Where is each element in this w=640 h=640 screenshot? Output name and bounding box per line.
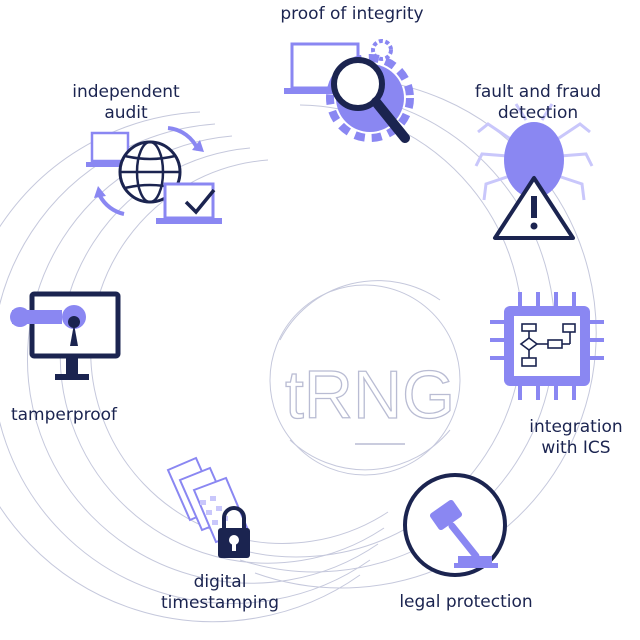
label-fault-fraud-line2: detection	[497, 103, 579, 123]
label-independent-audit: independent audit	[72, 82, 179, 124]
label-independent-line1: independent	[72, 82, 180, 102]
digital-timestamping-icon	[166, 456, 250, 558]
integration-ics-icon	[490, 292, 604, 400]
proof-of-integrity-icon	[284, 39, 414, 143]
logo-text: tRNG	[285, 357, 455, 433]
tamperproof-icon	[10, 291, 121, 380]
label-tamperproof-text: tamperproof	[10, 405, 118, 425]
label-legal-protection-text: legal protection	[399, 592, 533, 612]
label-proof-of-integrity: proof of integrity	[280, 4, 423, 25]
label-integration-line1: integration	[529, 417, 623, 437]
independent-audit-icon	[86, 126, 222, 224]
label-integration-line2: with ICS	[541, 438, 611, 458]
trng-logo: tRNG	[269, 280, 461, 476]
label-proof-of-integrity-text: proof of integrity	[280, 4, 424, 24]
label-legal-protection: legal protection	[399, 592, 532, 613]
label-digital-line2: timestamping	[161, 593, 279, 613]
fault-fraud-detection-icon	[474, 103, 594, 240]
label-tamperproof: tamperproof	[11, 405, 117, 426]
label-fault-fraud-line1: fault and fraud	[474, 82, 602, 102]
label-independent-line2: audit	[104, 103, 148, 123]
label-digital-timestamping: digital timestamping	[161, 572, 279, 614]
label-fault-fraud-detection: fault and fraud detection	[475, 82, 601, 124]
label-integration-ics: integration with ICS	[529, 417, 622, 459]
label-digital-line1: digital	[193, 572, 247, 592]
legal-protection-icon	[403, 473, 507, 577]
